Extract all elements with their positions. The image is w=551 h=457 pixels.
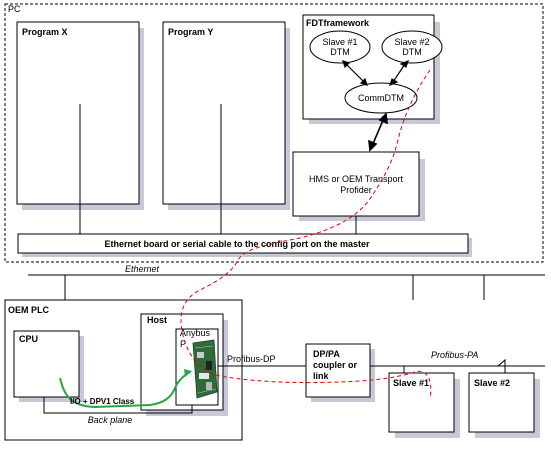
fdt-label: FDTframework bbox=[306, 18, 370, 28]
slave1-label: Slave #1 bbox=[393, 378, 429, 388]
comm-dtm-ellipse[interactable] bbox=[344, 82, 418, 114]
host-label: Host bbox=[147, 315, 167, 325]
slave1-dtm-line1: Slave #1 bbox=[322, 37, 357, 47]
red-data-path bbox=[180, 69, 432, 399]
anybus-line1: Anybus bbox=[180, 328, 211, 338]
coupler-box[interactable] bbox=[305, 343, 371, 398]
profibus-dp-label: Profibus-DP bbox=[227, 354, 276, 364]
coupler-line1: DP/PA bbox=[313, 349, 340, 359]
ethernet-drops bbox=[64, 275, 485, 300]
program-x-label: Program X bbox=[22, 27, 68, 37]
transport-box[interactable] bbox=[292, 151, 420, 217]
ethernet-label: Ethernet bbox=[125, 264, 160, 274]
slave2-dtm-line2: DTM bbox=[402, 47, 422, 57]
slave2-dtm-line1: Slave #2 bbox=[394, 37, 429, 47]
slave1-box[interactable] bbox=[388, 372, 455, 433]
cpu-label: CPU bbox=[19, 334, 38, 344]
cpu-box[interactable] bbox=[13, 330, 80, 398]
green-io-path bbox=[59, 371, 191, 409]
comm-transport-arrow bbox=[368, 112, 388, 152]
program-connectors bbox=[79, 104, 357, 234]
coupler-line2: coupler or bbox=[313, 360, 358, 370]
back-plane-line bbox=[43, 397, 193, 414]
back-plane-label: Back plane bbox=[88, 415, 133, 425]
oem-plc-label: OEM PLC bbox=[8, 305, 50, 315]
dtm-arrows bbox=[342, 59, 409, 87]
slave2-box[interactable] bbox=[468, 372, 535, 433]
slave1-dtm-line2: DTM bbox=[330, 47, 350, 57]
transport-line1: HMS or OEM Transport bbox=[309, 174, 404, 184]
profibus-pa-label: Profibus-PA bbox=[431, 350, 478, 360]
slave2-label: Slave #2 bbox=[474, 378, 510, 388]
io-label: I/O + DPV1 Class bbox=[70, 397, 135, 406]
green-arrow-head bbox=[184, 369, 192, 377]
coupler-line3: link bbox=[313, 371, 329, 381]
pc-label: PC bbox=[8, 4, 21, 14]
anybus-line2: P bbox=[180, 339, 186, 349]
program-y-box[interactable] bbox=[162, 21, 286, 205]
slave2-dtm-ellipse[interactable] bbox=[381, 30, 443, 64]
program-y-label: Program Y bbox=[168, 27, 213, 37]
ethernet-board-box[interactable] bbox=[17, 233, 469, 254]
pc-frame bbox=[4, 3, 544, 263]
transport-line2: Profider bbox=[340, 185, 372, 195]
comm-dtm-label: CommDTM bbox=[358, 93, 404, 103]
slave1-dtm-ellipse[interactable] bbox=[309, 30, 371, 64]
program-x-box[interactable] bbox=[16, 21, 140, 205]
ethernet-board-label: Ethernet board or serial cable to the co… bbox=[104, 239, 370, 249]
